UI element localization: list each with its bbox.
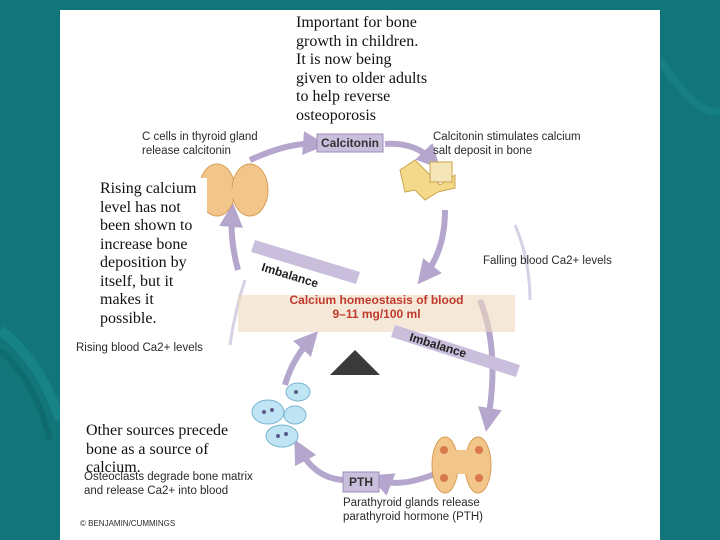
imbalance-beam-top (251, 240, 360, 284)
calcitonin-label: Calcitonin (320, 136, 379, 150)
bone-icon (399, 159, 456, 201)
copyright-text: © BENJAMIN/CUMMINGS (80, 519, 176, 528)
arrow-to-osteoclasts (294, 439, 344, 483)
note-line: makes it (100, 291, 154, 308)
note-line: to help reverse (296, 88, 391, 105)
label-line: Calcitonin stimulates calcium (433, 131, 581, 143)
note-background (80, 420, 240, 482)
note-line: growth in children. (296, 32, 419, 50)
note-other-sources: Other sources precede bone as a source o… (86, 422, 228, 478)
seesaw-fulcrum (330, 350, 380, 375)
note-calcitonin: Important for bone growth in children. I… (296, 14, 427, 125)
label-calcitonin-stimulates: Calcitonin stimulates calcium salt depos… (433, 130, 581, 158)
note-line: deposition by (100, 254, 187, 271)
arrow-up-center (282, 331, 319, 386)
note-line: possible. (100, 309, 157, 327)
imbalance-beam-bottom (391, 325, 520, 377)
note-line: itself, but it (100, 272, 174, 290)
note-line: osteoporosis (296, 106, 376, 124)
calcitonin-box (316, 133, 384, 153)
osteoclasts-icon (251, 382, 311, 448)
label-line: salt deposit in bone (433, 145, 533, 157)
label-c-cells: C cells in thyroid gland release calcito… (142, 130, 258, 158)
note-line: level has not (100, 198, 181, 216)
label-line: Parathyroid glands release (343, 497, 480, 509)
label-falling-blood: Falling blood Ca2+ levels (483, 255, 612, 267)
slide-canvas: Important for bone growth in children. I… (60, 10, 660, 540)
label-line: Osteoclasts degrade bone matrix (84, 471, 253, 483)
note-line: Other sources precede (86, 422, 229, 439)
note-background (95, 178, 207, 332)
note-line: given to older adults (296, 69, 428, 87)
arrow-to-calcitonin (248, 131, 327, 163)
label-line: release calcitonin (142, 145, 231, 157)
pth-label: PTH (349, 475, 373, 489)
pth-box (342, 471, 380, 493)
note-line: bone as a source of (86, 440, 209, 458)
seesaw-beam (238, 295, 515, 332)
label-line: Calcium homeostasis of blood (289, 293, 464, 307)
note-line: Rising calcium (100, 180, 197, 197)
arrow-down-right (417, 209, 448, 285)
label-line: and release Ca2+ into blood (84, 485, 229, 497)
arrow-outer-left (228, 279, 247, 346)
arrow-outer-right (513, 224, 532, 301)
parathyroid-glands-icon (431, 436, 492, 494)
note-line: It is now being (296, 51, 392, 68)
label-parathyroid: Parathyroid glands release parathyroid h… (343, 496, 483, 524)
label-homeostasis: Calcium homeostasis of blood 9–11 mg/100… (238, 293, 515, 321)
label-osteoclasts: Osteoclasts degrade bone matrix and rele… (84, 470, 253, 498)
calcium-homeostasis-diagram (198, 131, 532, 496)
arrow-up-left (219, 203, 244, 271)
note-line: Important for bone (296, 14, 417, 31)
note-line: increase bone (100, 235, 188, 253)
arrow-to-bone (384, 140, 441, 169)
note-line: calcium. (86, 459, 141, 476)
note-rising-calcium: Rising calcium level has not been shown … (100, 180, 196, 328)
label-line: C cells in thyroid gland (142, 131, 258, 143)
label-line: parathyroid hormone (PTH) (343, 511, 483, 523)
label-line: 9–11 mg/100 ml (332, 307, 421, 321)
note-line: been shown to (100, 217, 193, 234)
thyroid-gland-icon (198, 163, 269, 217)
label-rising-blood: Rising blood Ca2+ levels (76, 342, 203, 354)
